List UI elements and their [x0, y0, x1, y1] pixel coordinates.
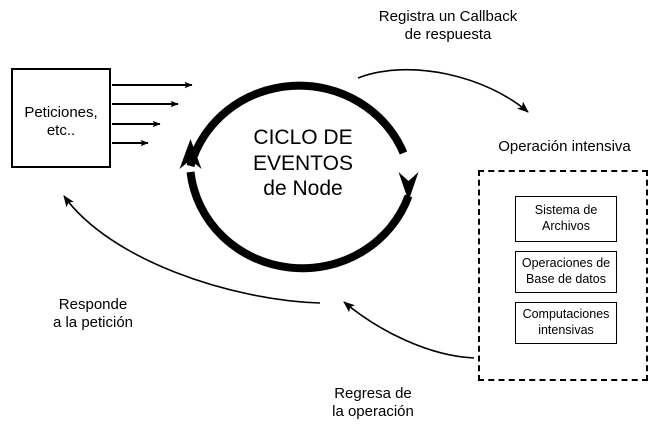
intensive-operation-group — [478, 170, 648, 381]
operation-box-filesystem: Sistema de Archivos — [515, 196, 617, 242]
event-loop-ring — [179, 81, 419, 273]
event-loop-arc-lower — [186, 171, 413, 273]
respond-label: Responde a la petición — [52, 296, 134, 332]
operation-box-database: Operaciones de Base de datos — [515, 251, 617, 293]
event-loop-label: CICLO DE EVENTOS de Node — [253, 126, 353, 201]
event-loop-arrowhead-up — [179, 139, 202, 169]
operation-box-computations: Computaciones intensivas — [515, 302, 617, 344]
callback-label: Registra un Callback de respuesta — [378, 8, 518, 44]
return-label: Regresa de la operación — [332, 385, 414, 421]
return-operation-arrow — [343, 301, 475, 359]
event-loop-arrowhead-down — [398, 172, 419, 201]
callback-arrow — [357, 68, 529, 113]
incoming-request-arrows — [112, 81, 193, 147]
requests-box-label: Peticiones, etc.. — [24, 104, 98, 140]
respond-request-arrow — [63, 195, 321, 304]
intensive-operation-heading: Operación intensiva — [498, 138, 631, 155]
event-loop-arc-main — [186, 81, 408, 168]
requests-box — [11, 68, 111, 168]
